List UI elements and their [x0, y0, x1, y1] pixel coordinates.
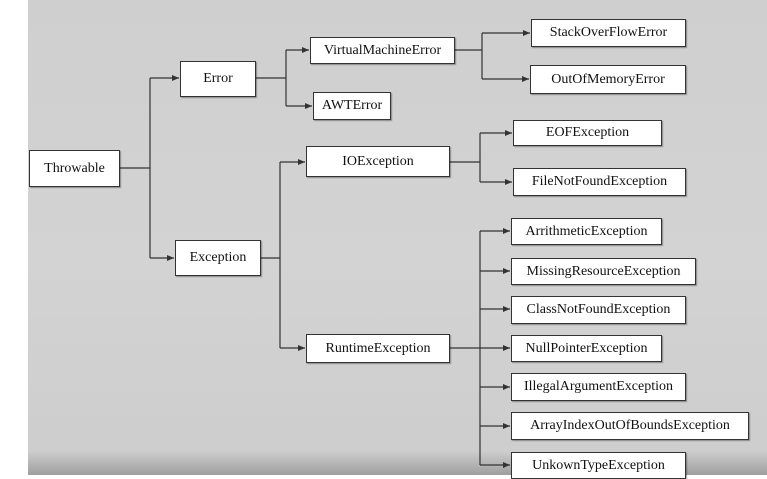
- node-out-of-memory-error: OutOfMemoryError: [530, 65, 686, 94]
- node-io-exception: IOException: [306, 146, 450, 177]
- node-virtual-machine-error: VirtualMachineError: [310, 37, 455, 64]
- node-unknown-type-exception: UnkownTypeException: [511, 452, 686, 479]
- node-exception: Exception: [175, 240, 261, 276]
- node-class-not-found-exception: ClassNotFoundException: [511, 296, 686, 324]
- node-file-not-found-exception: FileNotFoundException: [513, 168, 686, 196]
- node-null-pointer-exception: NullPointerException: [511, 335, 662, 362]
- node-array-index-out-of-bounds-exception: ArrayIndexOutOfBoundsException: [511, 412, 749, 440]
- node-arithmetic-exception: ArrithmeticException: [511, 218, 662, 245]
- node-eof-exception: EOFException: [513, 120, 662, 146]
- node-illegal-argument-exception: IllegalArgumentException: [511, 373, 686, 401]
- node-error: Error: [180, 61, 256, 97]
- node-runtime-exception: RuntimeException: [306, 334, 450, 363]
- node-stack-overflow-error: StackOverFlowError: [531, 19, 686, 47]
- node-missing-resource-exception: MissingResourceException: [511, 258, 696, 285]
- node-awt-error: AWTError: [313, 92, 391, 120]
- node-throwable: Throwable: [29, 150, 120, 187]
